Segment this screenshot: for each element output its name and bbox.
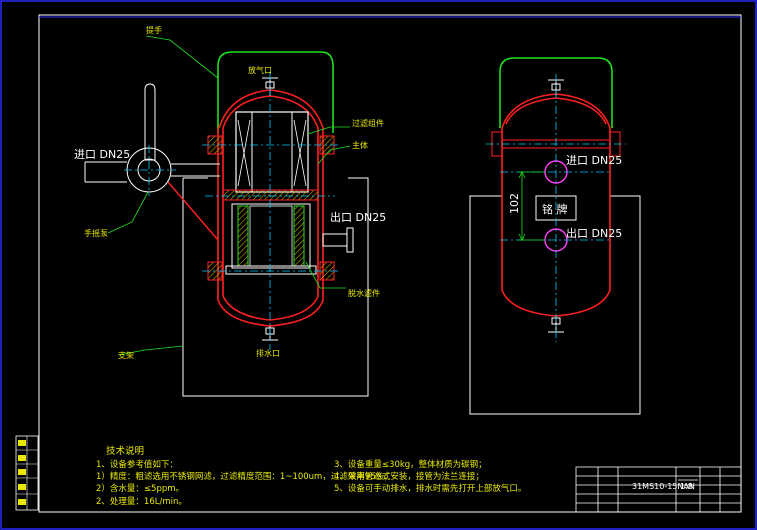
support-frame bbox=[182, 177, 369, 397]
technical-notes: 技术说明 1、设备参考值如下： 1）精度：粗滤选用不锈钢网滤，过滤精度范围：1~… bbox=[96, 445, 526, 507]
hand-pump bbox=[84, 83, 220, 193]
centerlines-front bbox=[124, 72, 340, 350]
label-support: 支架 bbox=[118, 350, 134, 360]
dimension-102 bbox=[518, 171, 545, 241]
notes-title: 技术说明 bbox=[106, 445, 144, 457]
note-right-1: 3、设备重量≤30kg，整体材质为碳钢； bbox=[334, 459, 487, 470]
vessel-body bbox=[217, 89, 324, 327]
note-right-3: 5、设备可手动排水，排水时需先打开上部放气口。 bbox=[334, 483, 526, 494]
dim-102-text: 102 bbox=[508, 193, 521, 214]
label-outlet-right: 出口 DN25 bbox=[330, 210, 386, 224]
note-left-2: 1）精度：粗滤选用不锈钢网滤，过滤精度范围：1~100um，过滤效率95%； bbox=[96, 471, 392, 482]
label-hand-pump: 手摇泵 bbox=[84, 228, 108, 238]
label-inlet-left: 进口 DN25 bbox=[74, 148, 130, 161]
label-vent: 放气口 bbox=[248, 65, 272, 75]
side-support-frame bbox=[469, 195, 641, 415]
outlet-nozzle bbox=[322, 227, 354, 253]
water-removal-element bbox=[225, 203, 317, 275]
revision-strip bbox=[15, 435, 39, 511]
pump-pipe bbox=[167, 181, 219, 241]
note-left-1: 1、设备参考值如下： bbox=[96, 459, 178, 470]
label-side-outlet: 出口 DN25 bbox=[566, 226, 622, 240]
handle-loop bbox=[217, 51, 334, 133]
drawing-frame bbox=[38, 14, 742, 513]
upper-filter-element bbox=[235, 111, 309, 193]
divider-plate bbox=[222, 189, 319, 201]
leaders-front bbox=[107, 35, 351, 356]
note-left-4: 2、处理量：16L/min。 bbox=[96, 496, 187, 507]
label-water-element: 脱水滤件 bbox=[348, 288, 380, 298]
label-main-body: 主体 bbox=[352, 140, 368, 150]
note-left-3: 2）含水量：≤5ppm。 bbox=[96, 483, 184, 494]
label-side-inlet: 进口 DN25 bbox=[566, 154, 622, 167]
side-handle-loop bbox=[499, 57, 613, 128]
nameplate-text: 铭 牌 bbox=[542, 202, 568, 216]
label-drain: 排水口 bbox=[256, 348, 280, 358]
drawing-scale: 1:8 bbox=[680, 482, 693, 491]
side-view: 铭 牌 102 进口 DN25 出口 DN25 bbox=[469, 57, 641, 415]
front-section-view: 提手 放气口 过滤组件 主体 进口 DN25 手摇泵 出口 DN25 脱水滤件 … bbox=[74, 25, 386, 397]
centerlines-side bbox=[486, 74, 626, 342]
drawing-number: 31MS10-15NAN bbox=[632, 482, 695, 491]
label-handle: 提手 bbox=[146, 25, 162, 35]
note-right-2: 4、采用管道式安装，接管为法兰连接； bbox=[334, 471, 484, 482]
title-block bbox=[575, 466, 742, 513]
label-filter-element: 过滤组件 bbox=[352, 118, 384, 128]
